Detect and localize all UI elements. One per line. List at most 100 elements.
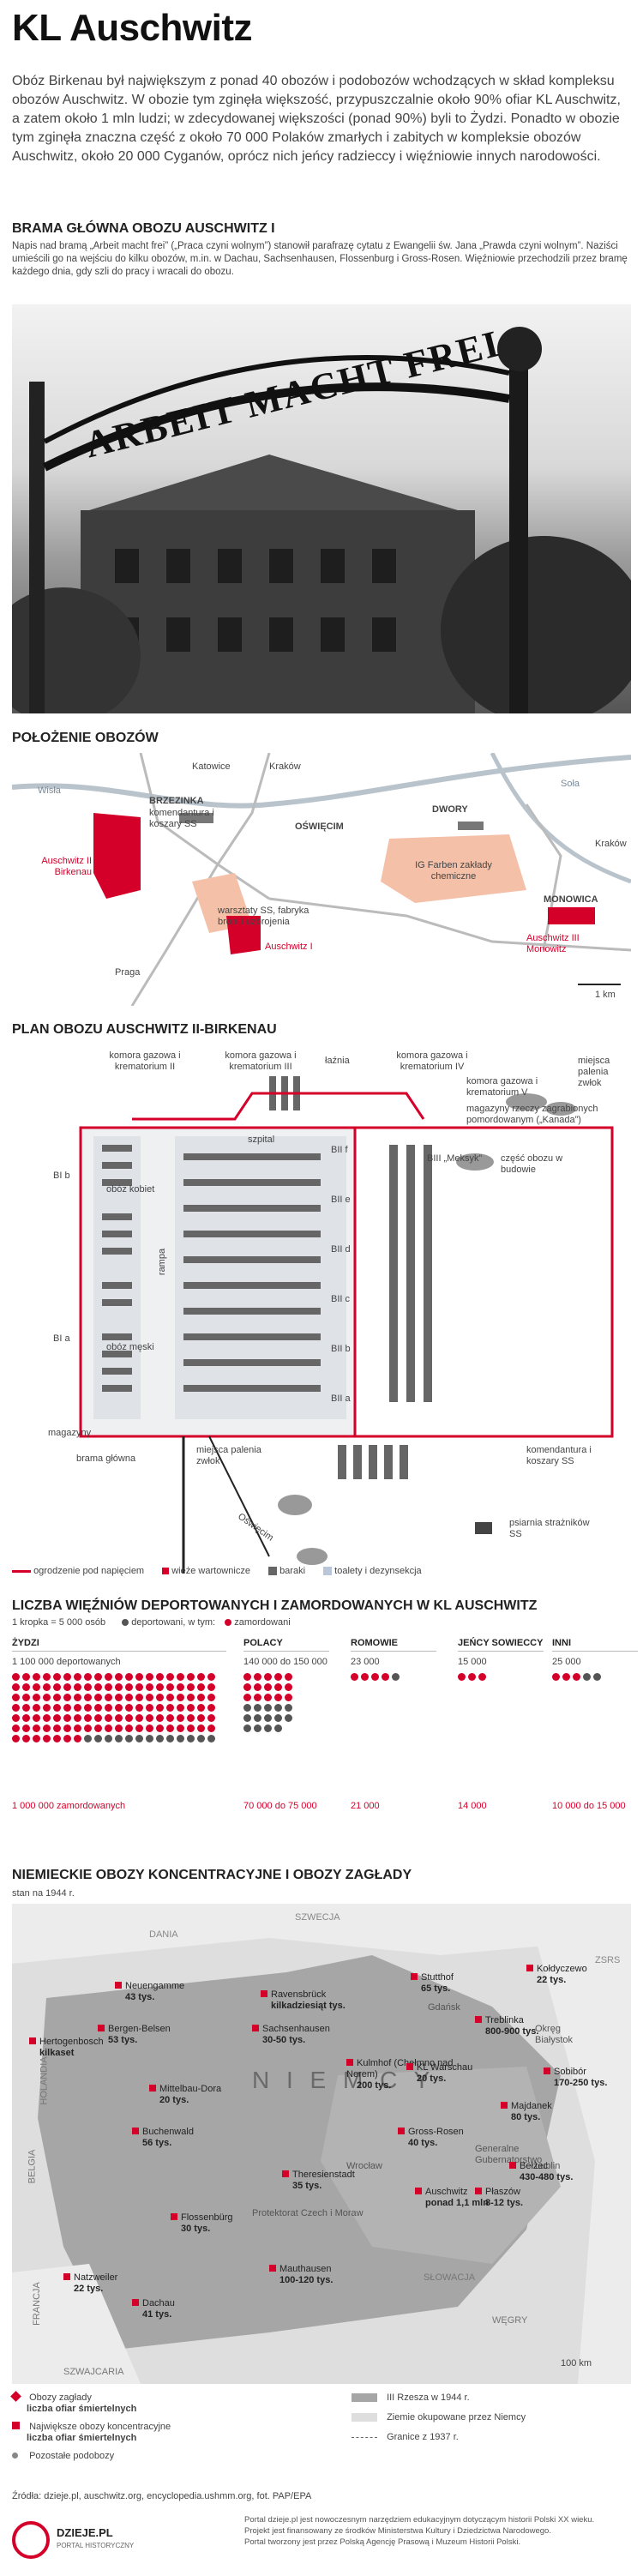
prisoner-dot bbox=[187, 1673, 195, 1681]
loc-auschwitz2: Auschwitz II Birkenau bbox=[41, 856, 92, 877]
map-protektorat: Protektorat Czech i Moraw bbox=[252, 2208, 364, 2218]
plan-bla: BI a bbox=[53, 1333, 70, 1344]
prisoner-dot bbox=[187, 1683, 195, 1691]
prisoner-dot bbox=[135, 1714, 143, 1722]
plan-legend: ogrodzenie pod napięciem wieże wartownic… bbox=[12, 1566, 631, 1577]
loc-igfarben: IG Farben zakłady chemiczne bbox=[415, 860, 492, 882]
prisoner-dot bbox=[274, 1724, 282, 1732]
prisoner-dot bbox=[125, 1735, 133, 1742]
prisoner-dot bbox=[125, 1724, 133, 1732]
plan-brama: brama główna bbox=[76, 1454, 136, 1464]
prisoner-dot bbox=[156, 1735, 164, 1742]
group-dots bbox=[458, 1673, 544, 1681]
plan-palenia1: miejsca palenia zwłok bbox=[578, 1056, 610, 1088]
camp-value: 53 tys. bbox=[108, 2035, 138, 2045]
prisoner-dot bbox=[361, 1673, 369, 1681]
map-slowacja: SŁOWACJA bbox=[424, 2272, 476, 2283]
camp-value: ponad 1,1 mln bbox=[425, 2198, 489, 2208]
camp-marker bbox=[149, 2085, 156, 2091]
prisoner-dot bbox=[156, 1704, 164, 1712]
footer-notes: Portal dzieje.pl jest nowoczesnym narzęd… bbox=[244, 2514, 630, 2548]
prisoner-dot bbox=[197, 1694, 205, 1701]
legend-okupowane-swatch bbox=[352, 2413, 377, 2423]
prisoner-dot bbox=[207, 1735, 215, 1742]
camp-marker bbox=[261, 1990, 267, 1997]
camp-value: kilkaset bbox=[39, 2048, 75, 2058]
legend-konc-marker bbox=[12, 2422, 20, 2429]
camp-name: Bergen-Belsen bbox=[108, 2024, 171, 2034]
prisoner-dot bbox=[197, 1673, 205, 1681]
map-gdansk: Gdańsk bbox=[428, 2002, 460, 2013]
plan-map-drawing bbox=[79, 1076, 614, 1574]
prisoner-dot bbox=[43, 1714, 51, 1722]
group-dots bbox=[243, 1673, 329, 1732]
camp-name: Sobibór bbox=[554, 2067, 586, 2077]
prisoner-dot bbox=[125, 1694, 133, 1701]
camp-name: Hertogenbosch bbox=[39, 2037, 104, 2047]
prisoner-dot bbox=[105, 1714, 112, 1722]
camp-marker bbox=[398, 2128, 405, 2134]
camp-value: 200 tys. bbox=[357, 2080, 392, 2091]
prisoner-dot bbox=[43, 1735, 51, 1742]
plan-map: komora gazowa i krematorium II komora ga… bbox=[12, 1042, 631, 1574]
prisoner-dot bbox=[243, 1694, 251, 1701]
legend-barracks-swatch bbox=[268, 1567, 277, 1576]
plan-blla: BII a bbox=[331, 1393, 351, 1404]
legend-tower: wieże wartownicze bbox=[171, 1566, 250, 1576]
prisoner-dot bbox=[187, 1724, 195, 1732]
group-deported: 25 000 bbox=[552, 1657, 581, 1667]
prisoner-dot bbox=[166, 1683, 174, 1691]
camp-marker bbox=[346, 2059, 353, 2066]
camp-name: Natzweiler bbox=[74, 2272, 118, 2283]
prisoner-dot bbox=[22, 1694, 30, 1701]
prisoner-dot bbox=[22, 1704, 30, 1712]
group-killed: 1 000 000 zamordowanych bbox=[12, 1801, 126, 1811]
prisoner-dot bbox=[94, 1714, 102, 1722]
camps-subheading: stan na 1944 r. bbox=[12, 1888, 75, 1899]
plan-laznia: łaźnia bbox=[325, 1056, 350, 1066]
prisoner-dot bbox=[53, 1704, 61, 1712]
prisoner-dot bbox=[166, 1694, 174, 1701]
map-niemcy: N I E M C Y bbox=[252, 2067, 436, 2093]
prisoner-dot bbox=[84, 1683, 92, 1691]
footer-logo-icon bbox=[12, 2521, 50, 2559]
group-name: ŻYDZI bbox=[12, 1638, 226, 1652]
camp-name: Ravensbrück bbox=[271, 1989, 327, 2000]
prisoner-dot bbox=[125, 1704, 133, 1712]
footer-sources: Źródła: dzieje.pl, auschwitz.org, encycl… bbox=[12, 2491, 312, 2501]
prisoner-dot bbox=[105, 1694, 112, 1701]
camp-item: Kulmhof (Chełmno nad Nerem)200 tys. bbox=[346, 2058, 475, 2091]
camp-marker bbox=[415, 2188, 422, 2194]
prisoner-dot bbox=[105, 1704, 112, 1712]
prisoner-dot bbox=[166, 1724, 174, 1732]
camp-value: 20 tys. bbox=[159, 2095, 189, 2105]
footer-note-3: Portal tworzony jest przez Polską Agencj… bbox=[244, 2537, 521, 2547]
loc-praga: Praga bbox=[115, 967, 141, 978]
plan-magazyny: magazyny bbox=[48, 1428, 92, 1438]
prisoner-dot bbox=[254, 1724, 261, 1732]
legend-kill-text: zamordowani bbox=[234, 1617, 291, 1628]
prisoner-dot bbox=[94, 1724, 102, 1732]
group-deported: 15 000 bbox=[458, 1657, 487, 1667]
legend-zaglady-marker bbox=[10, 2391, 21, 2402]
prisoner-dot bbox=[146, 1673, 153, 1681]
prisoner-dot bbox=[135, 1673, 143, 1681]
prisoner-dot bbox=[33, 1724, 40, 1732]
prisoner-dot bbox=[115, 1724, 123, 1732]
loc-monowica: MONOWICA bbox=[544, 894, 598, 905]
page-title: KL Auschwitz bbox=[12, 7, 253, 49]
prisoner-dot bbox=[84, 1704, 92, 1712]
loc-katowice: Katowice bbox=[192, 761, 231, 772]
group-dots bbox=[12, 1673, 226, 1742]
plan-obozmeski: obóz męski bbox=[106, 1342, 154, 1352]
prisoner-dot bbox=[135, 1724, 143, 1732]
prisoner-dot bbox=[285, 1694, 292, 1701]
prisoner-dot bbox=[12, 1683, 20, 1691]
camp-marker bbox=[132, 2128, 139, 2134]
